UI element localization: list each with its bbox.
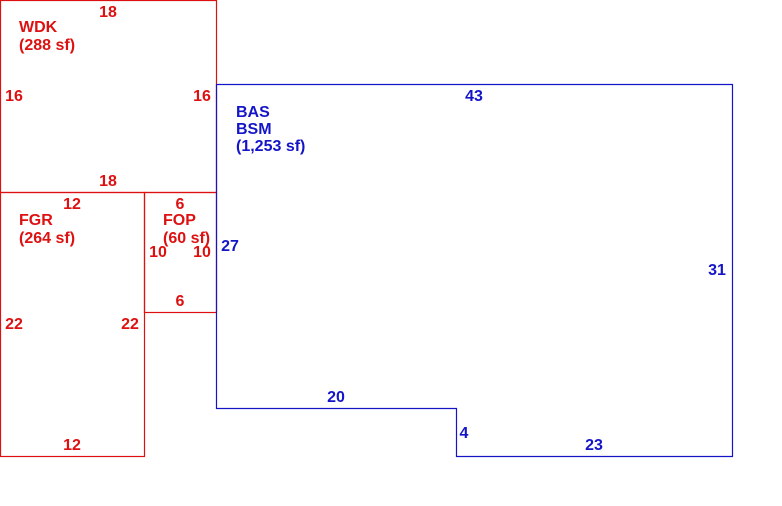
fop-code-label: FOP [163, 212, 196, 229]
fgr-outline [0, 191, 146, 458]
wdk-dim-right: 16 [193, 88, 211, 105]
bas-dim-top: 43 [465, 88, 483, 105]
bas-dim-step: 4 [460, 425, 469, 442]
fgr-dim-left: 22 [5, 316, 23, 333]
fgr-dim-top: 12 [63, 196, 81, 213]
fop-area-label: (60 sf) [163, 230, 210, 247]
bas-area-label: (1,253 sf) [236, 138, 305, 155]
bas-outline [215, 83, 734, 458]
bas-dim-right: 31 [708, 262, 726, 279]
bas-dim-bottom-right: 23 [585, 437, 603, 454]
wdk-dim-bottom: 18 [99, 173, 117, 190]
wdk-dim-left: 16 [5, 88, 23, 105]
fop-dim-right: 10 [193, 244, 211, 261]
wdk-dim-top: 18 [99, 4, 117, 21]
fgr-area-label: (264 sf) [19, 230, 75, 247]
fgr-code-label: FGR [19, 212, 53, 229]
wdk-area-label: (288 sf) [19, 37, 75, 54]
fop-dim-left: 10 [149, 244, 167, 261]
bas-dim-left: 27 [221, 238, 239, 255]
fop-dim-top: 6 [176, 196, 185, 213]
fgr-dim-right: 22 [121, 316, 139, 333]
fgr-dim-bottom: 12 [63, 437, 81, 454]
fop-dim-bottom: 6 [176, 293, 185, 310]
bsm-code-label: BSM [236, 121, 272, 138]
bas-dim-bottom-left: 20 [327, 389, 345, 406]
wdk-code-label: WDK [19, 19, 58, 36]
bas-code-label: BAS [236, 104, 270, 121]
